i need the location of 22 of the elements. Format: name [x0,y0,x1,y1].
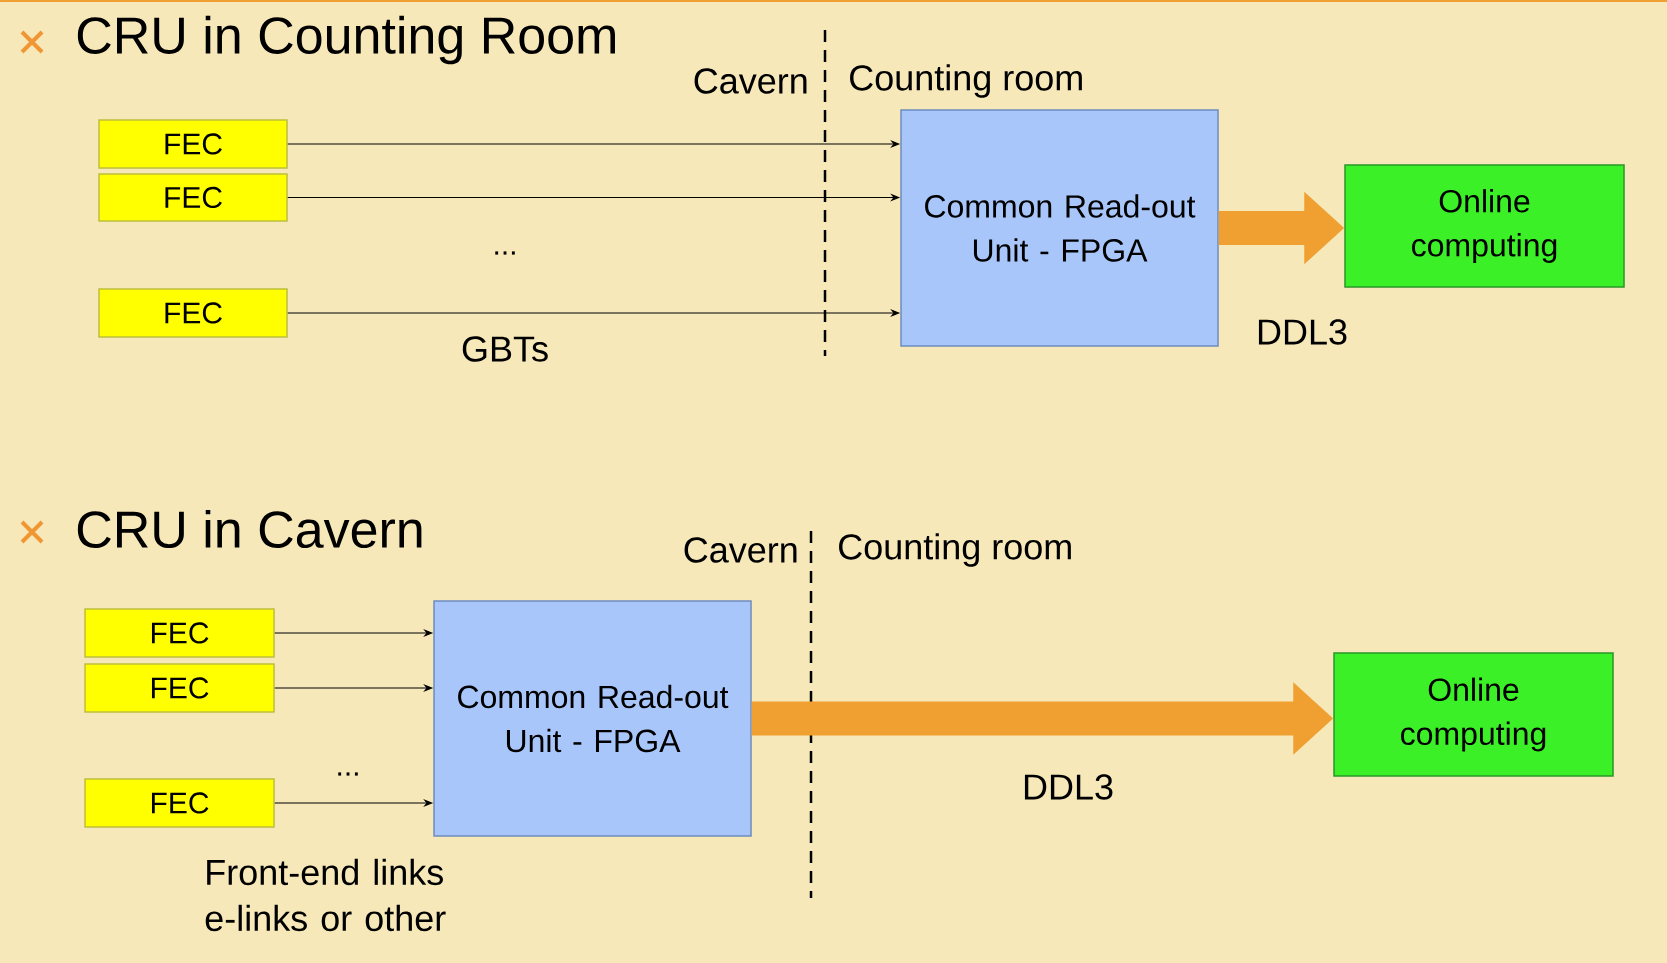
ellipsis: ... [495,251,515,255]
fec-box: FEC [98,288,288,338]
fec-box: FEC [98,119,288,169]
heading: CRU in Cavern [77,509,422,549]
fec-box: FEC [84,778,275,828]
fec-box: FEC [84,608,275,658]
link-label: GBTs [462,336,548,362]
heading: CRU in Counting Room [77,15,615,65]
computing-box: Online computing [1333,652,1614,777]
process-box: Common Read-out Unit - FPGA [433,600,752,837]
ellipsis: ... [338,772,358,776]
edge-label: DDL3 [1258,319,1347,345]
region-label: Counting room [839,533,1071,567]
fec-box: FEC [84,663,275,713]
fec-box: FEC [98,173,288,222]
region-label: Cavern [684,537,797,563]
edge-label: DDL3 [1024,774,1113,800]
region-label: Cavern [694,68,807,94]
process-box: Common Read-out Unit - FPGA [900,109,1219,347]
link-label: Front-end links e-links or other [205,858,446,932]
region-label: Counting room [850,64,1082,98]
computing-box: Online computing [1344,164,1625,288]
